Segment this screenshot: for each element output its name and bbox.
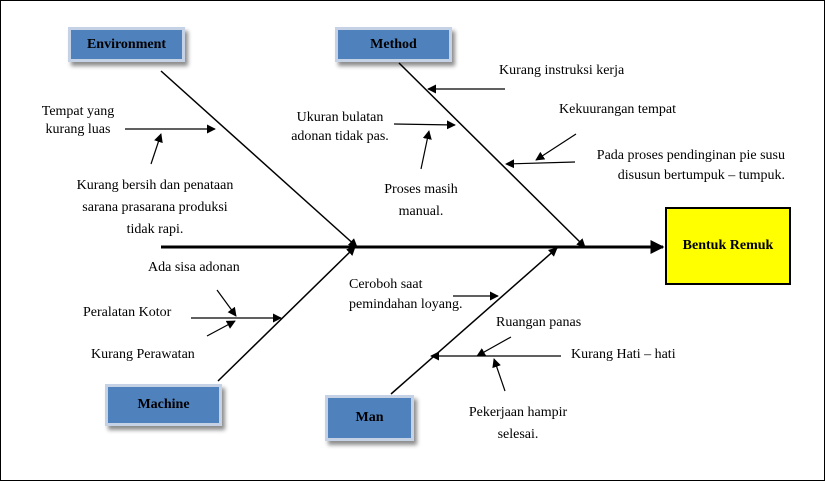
cause-pekerjaan-hampir: Pekerjaan hampir selesai. [453,402,583,446]
cause-ruangan-panas: Ruangan panas [496,314,581,332]
cause-line: tidak rapi. [126,222,184,237]
cause-kurang-instruksi: Kurang instruksi kerja [499,62,624,80]
effect-label: Bentuk Remuk [682,238,774,253]
cause-line: Kurang Perawatan [91,347,195,362]
bone-machine [217,246,356,382]
cause-line: Ukuran bulatan [296,110,384,125]
category-method-label: Method [370,36,417,52]
cause-kurang-perawatan: Kurang Perawatan [91,346,195,364]
cause-line: Ruangan panas [496,315,582,330]
cause-line: Kekuurangan tempat [559,102,677,117]
cause-sisa-adonan: Ada sisa adonan [148,259,240,277]
category-man-label: Man [355,410,384,425]
cause-kurang-hati: Kurang Hati – hati [571,346,676,364]
cause-line: Kurang instruksi kerja [499,63,625,78]
category-environment: Environment [68,27,185,62]
bone-method [398,62,586,248]
cause-line: Kurang bersih dan penataan [76,178,234,193]
cause-peralatan-kotor: Peralatan Kotor [83,304,171,322]
cause-line: manual. [398,204,444,219]
arrow-proses-manual [420,130,432,170]
arrow-sisa [216,289,237,317]
cause-line: Tempat yang [41,104,115,119]
cause-line: selesai. [497,427,539,442]
effect-box: Bentuk Remuk [665,207,791,285]
cause-line: Ceroboh saat [349,277,423,292]
cause-line: Kurang Hati – hati [571,347,676,362]
category-environment-label: Environment [86,36,167,52]
cause-kurang-bersih: Kurang bersih dan penataan sarana prasar… [45,175,265,241]
cause-line: sarana prasarana produksi [82,200,228,215]
category-method: Method [335,27,452,62]
cause-ukuran-bulatan: Ukuran bulatan adonan tidak pas. [280,108,400,146]
arrow-kekurangan [535,133,577,161]
cause-line: disusun bertumpuk – tumpuk. [617,168,785,183]
cause-ceroboh: Ceroboh saat pemindahan loyang. [349,275,463,315]
cause-line: Proses masih [384,182,458,197]
cause-line: kurang luas [45,122,111,137]
bone-man [390,247,558,395]
arrow-pekerjaan [492,358,506,392]
arrow-ukuran [393,120,456,130]
cause-line: adonan tidak pas. [291,129,389,144]
arrow-kurang-bersih [150,133,163,165]
arrow-pendinginan [505,159,576,169]
cause-line: Pada proses pendinginan pie susu [596,148,785,163]
category-machine-label: Machine [137,397,190,412]
arrow-ruangan [476,336,512,357]
cause-pendinginan: Pada proses pendinginan pie susu disusun… [569,146,785,186]
bone-environment [160,70,358,248]
cause-line: Pekerjaan hampir [468,405,568,420]
arrow-perawatan [206,320,236,337]
cause-tempat: Tempat yang kurang luas [28,103,128,139]
cause-proses-manual: Proses masih manual. [371,179,471,223]
cause-line: Peralatan Kotor [83,305,172,320]
cause-line: Ada sisa adonan [148,260,240,275]
cause-kekurangan-tempat: Kekuurangan tempat [559,101,676,119]
cause-line: pemindahan loyang. [349,297,463,312]
category-man: Man [325,395,414,441]
category-machine: Machine [105,384,222,426]
